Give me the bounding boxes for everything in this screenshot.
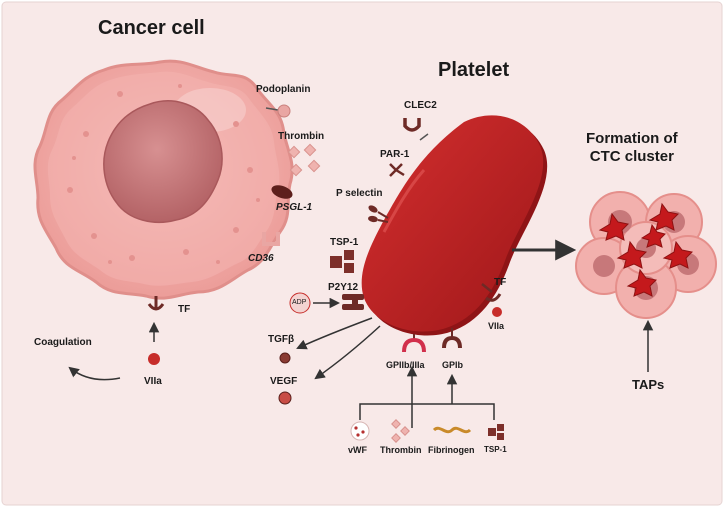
gp1b-label: GPIb <box>442 360 464 370</box>
tgfb-label: TGFβ <box>268 334 295 345</box>
platelet-tsp1-label: TSP-1 <box>330 237 359 248</box>
ligand-bracket <box>359 365 495 428</box>
cancer-tf-label: TF <box>178 304 191 315</box>
p-selectin-label: P selectin <box>336 188 383 199</box>
platelet-tf-receptor <box>481 283 502 302</box>
thrombin-molecules <box>287 143 321 177</box>
thrombin-ligand <box>391 419 410 443</box>
fibrinogen-label: Fibrinogen <box>428 445 475 455</box>
tgfb-arrow <box>296 317 373 350</box>
gp2b3a-receptor <box>402 334 426 353</box>
cancer-cell-title: Cancer cell <box>98 17 205 39</box>
clec2-label: CLEC2 <box>404 100 437 111</box>
cancer-viia-label: VIIa <box>144 376 162 387</box>
cd36-label: CD36 <box>248 253 274 264</box>
tgfb-molecule <box>279 352 291 364</box>
cancer-viia-dot <box>148 353 160 365</box>
coagulation-arrow <box>68 366 121 381</box>
vegf-arrow <box>314 325 381 380</box>
adp-label: ADP <box>292 299 307 306</box>
thrombin-label: Thrombin <box>278 131 325 142</box>
p-selectin-receptor <box>368 205 389 223</box>
cancer-cell <box>33 59 294 300</box>
tsp1-ligand-label: TSP-1 <box>484 445 507 454</box>
ctc-cluster <box>575 191 717 319</box>
adp-molecule <box>289 292 311 314</box>
psgl1-label: PSGL-1 <box>276 202 313 213</box>
taps-label: TAPs <box>632 377 665 392</box>
gp1b-receptor <box>442 328 462 349</box>
cd36-receptor <box>262 232 280 246</box>
platelet-viia-dot <box>492 307 502 317</box>
platelet-viia-label: VIIa <box>488 321 505 331</box>
tsp1-ligand <box>488 424 504 440</box>
podoplanin-label: Podoplanin <box>256 84 311 95</box>
vwf-ligand <box>350 421 370 441</box>
p2y12-label: P2Y12 <box>328 282 359 293</box>
gp2b3a-label: GPIIb/IIIa <box>386 360 425 370</box>
platelet-tsp1-squares <box>330 250 354 273</box>
thrombin-ligand-label: Thrombin <box>380 445 422 455</box>
fibrinogen-ligand <box>432 426 472 434</box>
cancer-tf-receptor <box>147 296 165 311</box>
ctc-cluster-title: Formation of CTC cluster <box>586 130 678 165</box>
vwf-label: vWF <box>348 445 367 455</box>
coagulation-label: Coagulation <box>34 337 92 348</box>
platelet-body <box>361 115 548 336</box>
podoplanin-receptor <box>265 104 291 118</box>
psgl1-receptor <box>271 185 293 199</box>
clec2-receptor <box>403 118 429 141</box>
par1-receptor <box>389 163 405 177</box>
platelet-title: Platelet <box>438 59 510 81</box>
vegf-molecule <box>278 391 292 405</box>
vegf-label: VEGF <box>270 376 298 387</box>
par1-label: PAR-1 <box>380 149 410 160</box>
platelet-tf-label: TF <box>494 277 507 288</box>
p2y12-receptor <box>342 294 364 310</box>
